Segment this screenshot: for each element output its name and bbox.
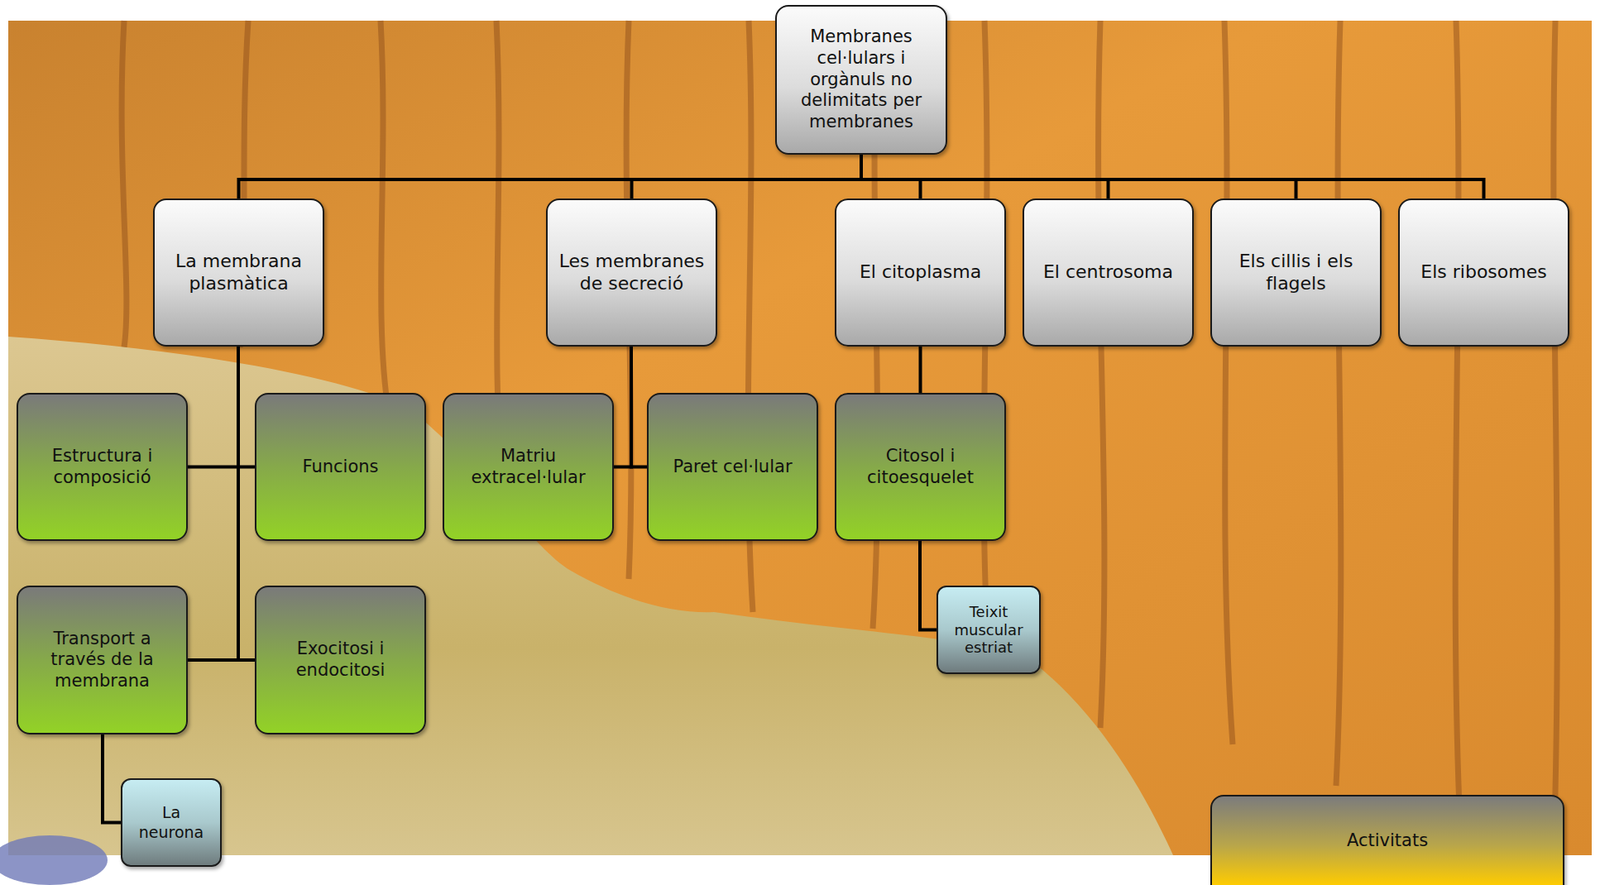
activities-box: Activitats — [1210, 795, 1565, 885]
topic-box: Els cillis i els flagels — [1210, 198, 1382, 347]
cell-region — [8, 336, 1174, 856]
node-label: Membranes cel·lulars i orgànuls no delim… — [785, 26, 938, 133]
example-box: La neurona — [120, 778, 222, 868]
subtopic-box: Paret cel·lular — [646, 392, 819, 542]
node-label: Activitats — [1346, 830, 1428, 853]
node-label: Els cillis i els flagels — [1220, 250, 1372, 296]
subtopic-box: Citosol i citoesquelet — [834, 392, 1006, 542]
root-box: Membranes cel·lulars i orgànuls no delim… — [775, 4, 948, 155]
subtopic-box: Transport a través de la membrana — [16, 585, 188, 735]
tree-connector — [238, 346, 255, 468]
topic-box: La membrana plasmàtica — [153, 198, 325, 347]
node-label: Funcions — [301, 456, 379, 479]
subtopic-box: Exocitosi i endocitosi — [254, 585, 427, 735]
topic-box: Les membranes de secreció — [546, 198, 718, 347]
node-label: Paret cel·lular — [672, 456, 792, 479]
tree-connector — [102, 734, 121, 824]
tree-connector — [861, 154, 921, 199]
tree-connector — [861, 154, 1109, 199]
node-label: La membrana plasmàtica — [162, 250, 315, 296]
node-label: Citosol i citoesquelet — [844, 445, 997, 489]
node-label: Les membranes de secreció — [555, 250, 708, 296]
tree-connector — [632, 154, 863, 199]
node-label: Estructura i composició — [26, 445, 178, 489]
node-label: Transport a través de la membrana — [26, 628, 178, 693]
node-label: Exocitosi i endocitosi — [264, 638, 417, 681]
tree-connector — [239, 154, 863, 199]
node-label: Matriu extracel·lular — [452, 445, 604, 489]
tree-connector — [187, 346, 239, 661]
tree-connector — [631, 346, 647, 468]
topic-box: Els ribosomes — [1398, 198, 1570, 347]
tree-connector — [861, 154, 1485, 199]
example-box: Teixit muscular estriat — [936, 585, 1041, 675]
tree-connector — [919, 541, 937, 631]
tree-connector — [919, 346, 923, 393]
node-label: El citoplasma — [859, 261, 982, 284]
tree-connector — [187, 346, 239, 468]
topic-box: El citoplasma — [834, 198, 1006, 347]
tree-connector — [861, 154, 1297, 199]
topic-box: El centrosoma — [1022, 198, 1194, 347]
tree-connector — [613, 346, 632, 468]
node-label: La neurona — [130, 803, 212, 842]
node-label: Els ribosomes — [1420, 261, 1547, 284]
tree-connector — [238, 346, 255, 661]
blue-structure — [0, 835, 108, 885]
subtopic-box: Matriu extracel·lular — [442, 392, 614, 542]
node-label: El centrosoma — [1043, 261, 1174, 284]
node-label: Teixit muscular estriat — [946, 603, 1031, 658]
subtopic-box: Funcions — [254, 392, 427, 542]
subtopic-box: Estructura i composició — [16, 392, 188, 542]
